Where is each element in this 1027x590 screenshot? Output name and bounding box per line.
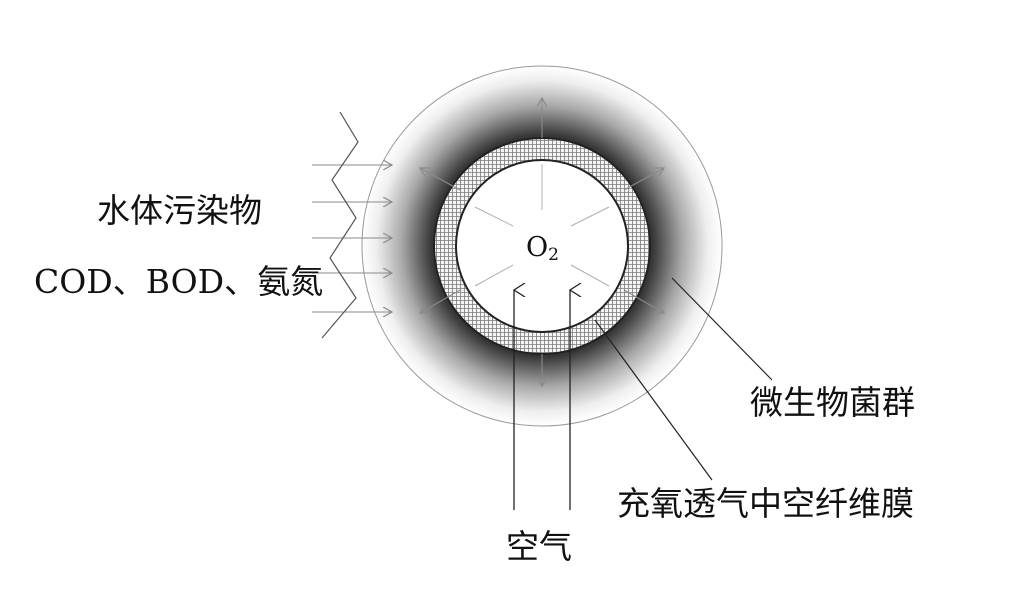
arrow-icon (420, 289, 461, 313)
membrane-label: 充氧透气中空纤维膜 (617, 484, 914, 523)
arrow-icon (420, 168, 461, 191)
water-zigzag-boundary (321, 111, 359, 339)
oxygen-subscript: 2 (548, 245, 559, 265)
leader-line-microbes (671, 277, 773, 381)
oxygen-outward-arrows (420, 98, 664, 386)
oxygen-radial-lines (474, 164, 610, 287)
arrow-icon (623, 168, 664, 191)
air-supply-arrows (514, 290, 570, 510)
pollutant-types-label: COD、BOD、氨氮 (34, 262, 323, 301)
air-label: 空气 (506, 527, 572, 566)
microbes-label: 微生物菌群 (750, 383, 915, 422)
oxygen-label: O2 (526, 232, 559, 265)
fiber-lumen (455, 159, 629, 333)
oxygen-main-text: O (526, 232, 548, 263)
arrow-icon (623, 289, 664, 313)
leader-line-membrane (594, 319, 713, 481)
pollutant-inflow-arrows (312, 165, 392, 312)
pollutants-label: 水体污染物 (97, 191, 262, 230)
